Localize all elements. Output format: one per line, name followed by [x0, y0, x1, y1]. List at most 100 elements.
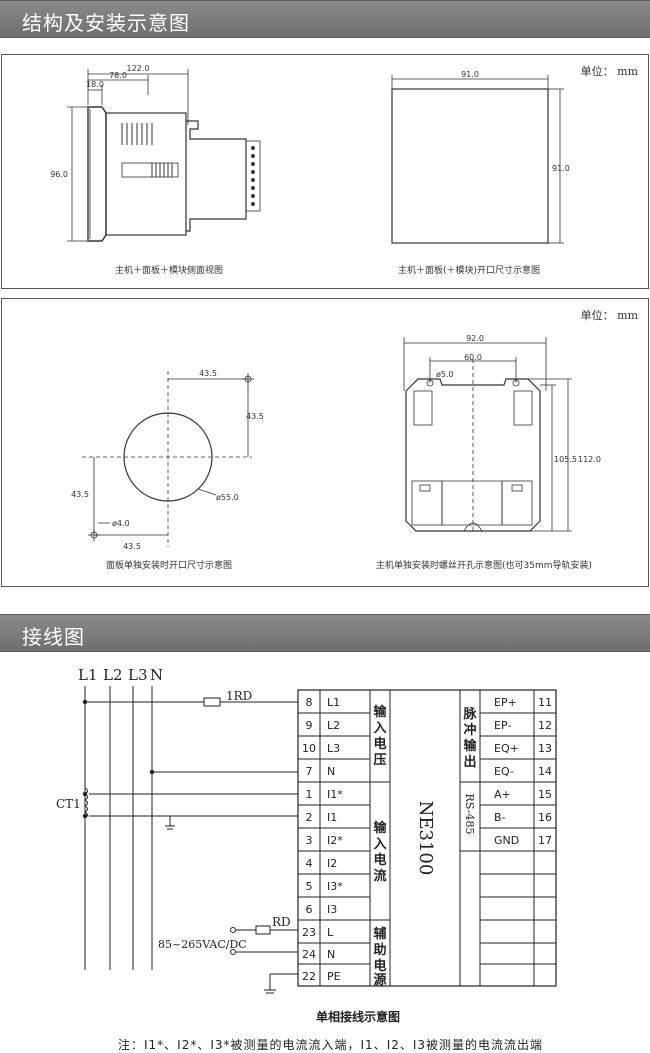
terminal-name: EP+ — [494, 696, 517, 709]
terminal-name: B- — [494, 811, 506, 824]
dim-body-height: 96.0 — [50, 170, 68, 179]
terminal-num: 1 — [306, 788, 313, 801]
structure-section-header: 结构及安装示意图 — [0, 0, 650, 38]
group-label-current-3: 电 — [373, 852, 386, 868]
terminal-num: 17 — [538, 834, 552, 847]
dim-cutout-width: 91.0 — [461, 70, 479, 79]
terminal-name: I2* — [327, 834, 343, 847]
panel-mount-drawing: 43.5 43.5 43.5 43.5 ø55.0 ø4.0 — [71, 369, 264, 551]
terminal-name: I1* — [327, 788, 343, 801]
terminal-name: I2 — [327, 857, 337, 870]
terminal-num: 22 — [302, 970, 316, 983]
group-label-pulse-2: 冲 — [463, 722, 476, 738]
terminal-num: 10 — [302, 742, 316, 755]
wiring-caption: 单相接线示意图 — [316, 1010, 401, 1024]
dim-bottom-offset: 43.5 — [123, 542, 141, 551]
group-label-aux-3: 电 — [373, 958, 386, 974]
terminal-num: 7 — [306, 765, 313, 778]
terminal-name: I1 — [327, 811, 337, 824]
dim-screw-hole: ø5.0 — [436, 370, 454, 379]
dim-host-width: 92.0 — [466, 334, 484, 343]
terminal-num: 15 — [538, 788, 552, 801]
terminal-num: 16 — [538, 811, 552, 824]
line-label-l3: L3 — [128, 666, 148, 684]
terminal-name: A+ — [494, 788, 511, 801]
dim-hole-diameter: ø4.0 — [112, 519, 130, 528]
panel-mount-caption: 面板单独安装时开口尺寸示意图 — [106, 561, 233, 571]
terminal-num: 13 — [538, 742, 552, 755]
cutout-view-caption: 主机＋面板(＋模块)开口尺寸示意图 — [398, 266, 541, 276]
dim-cutout-height: 91.0 — [552, 164, 570, 173]
terminal-num: 11 — [538, 696, 552, 709]
group-label-pulse-3: 输 — [463, 738, 477, 754]
terminal-num: 8 — [306, 696, 313, 709]
group-label-voltage-2: 入 — [373, 721, 386, 736]
dim-circle-diameter: ø55.0 — [216, 493, 239, 502]
terminal-num: 5 — [306, 880, 313, 893]
fuse-label: 1RD — [226, 689, 252, 703]
terminal-num: 2 — [306, 811, 313, 824]
terminal-num: 12 — [538, 719, 552, 732]
unit-label: 单位： mm — [580, 65, 638, 78]
wiring-section-header: 接线图 — [0, 614, 650, 652]
group-label-current-2: 入 — [373, 837, 386, 852]
terminal-name: GND — [494, 834, 519, 847]
group-label-current-4: 流 — [373, 868, 386, 884]
terminal-name: N — [327, 765, 335, 778]
terminal-num: 24 — [302, 948, 316, 961]
structure-section-title: 结构及安装示意图 — [22, 11, 190, 35]
terminal-num: 4 — [306, 857, 313, 870]
wiring-section-title: 接线图 — [22, 625, 85, 649]
dim-hole-spacing: 60.0 — [464, 353, 482, 362]
group-label-rs485: RS-485 — [463, 794, 476, 835]
dimension-panel-1: 单位： mm — [1, 54, 649, 289]
dim-right-offset: 43.5 — [246, 412, 264, 421]
screw-mount-drawing: 92.0 60.0 ø5.0 105.5 112.0 — [403, 334, 601, 532]
dim-left-offset: 43.5 — [71, 490, 89, 499]
aux-fuse-label: RD — [272, 915, 291, 929]
dimension-panel-2: 单位： mm 43.5 43.5 43.5 43.5 ø55.0 ø4.0 — [1, 298, 649, 587]
terminal-name: L1 — [327, 696, 340, 709]
group-label-aux-1: 辅 — [373, 926, 386, 942]
terminal-name: L — [327, 926, 334, 939]
screw-mount-caption: 主机单独安装时螺丝开孔示意图(也可35mm导轨安装) — [376, 561, 593, 571]
line-label-l1: L1 — [78, 666, 98, 684]
terminal-name: N — [327, 948, 335, 961]
side-view-caption: 主机＋面板＋模块侧面视图 — [115, 266, 224, 276]
group-label-current-1: 输 — [373, 820, 387, 836]
group-label-aux-4: 源 — [373, 972, 386, 988]
terminal-name: L3 — [327, 742, 340, 755]
terminal-name: EQ+ — [494, 742, 519, 755]
group-label-pulse-1: 脉 — [462, 706, 477, 722]
terminal-num: 23 — [302, 926, 316, 939]
cutout-view-drawing: 91.0 91.0 — [391, 70, 570, 244]
terminal-name: EP- — [494, 719, 511, 732]
side-view-drawing: 122.0 78.0 18.0 96.0 — [50, 64, 261, 242]
supply-label: 85~265VAC/DC — [158, 938, 247, 951]
terminal-num: 14 — [538, 765, 552, 778]
group-label-aux-2: 助 — [373, 942, 386, 958]
dim-outer-height: 112.0 — [578, 455, 601, 464]
terminal-num: 9 — [306, 719, 313, 732]
device-name: NE3100 — [415, 801, 436, 876]
terminal-name: I3* — [327, 880, 343, 893]
terminal-num: 6 — [306, 903, 313, 916]
group-label-voltage-1: 输 — [373, 704, 387, 720]
ct-label: CT1 — [56, 797, 81, 811]
group-label-voltage-3: 电 — [373, 736, 386, 752]
wiring-diagram: L1 L2 L3 N — [56, 666, 557, 994]
dim-inner-height: 105.5 — [554, 455, 577, 464]
terminal-name: L2 — [327, 719, 340, 732]
group-label-pulse-4: 出 — [463, 754, 476, 770]
terminal-name: I3 — [327, 903, 337, 916]
line-label-n: N — [150, 666, 163, 684]
terminal-num: 3 — [306, 834, 313, 847]
terminal-name: EQ- — [494, 765, 514, 778]
dim-front-depth: 18.0 — [86, 80, 104, 89]
dim-top-offset: 43.5 — [199, 369, 217, 378]
group-label-voltage-4: 压 — [373, 753, 386, 768]
terminal-name: PE — [327, 970, 341, 983]
wiring-note: 注：I1*、I2*、I3*被测量的电流流入端，I1、I2、I3被测量的电流流出端 — [118, 1038, 544, 1052]
unit-label-2: 单位： mm — [580, 309, 638, 322]
dim-total-depth: 122.0 — [127, 64, 150, 73]
